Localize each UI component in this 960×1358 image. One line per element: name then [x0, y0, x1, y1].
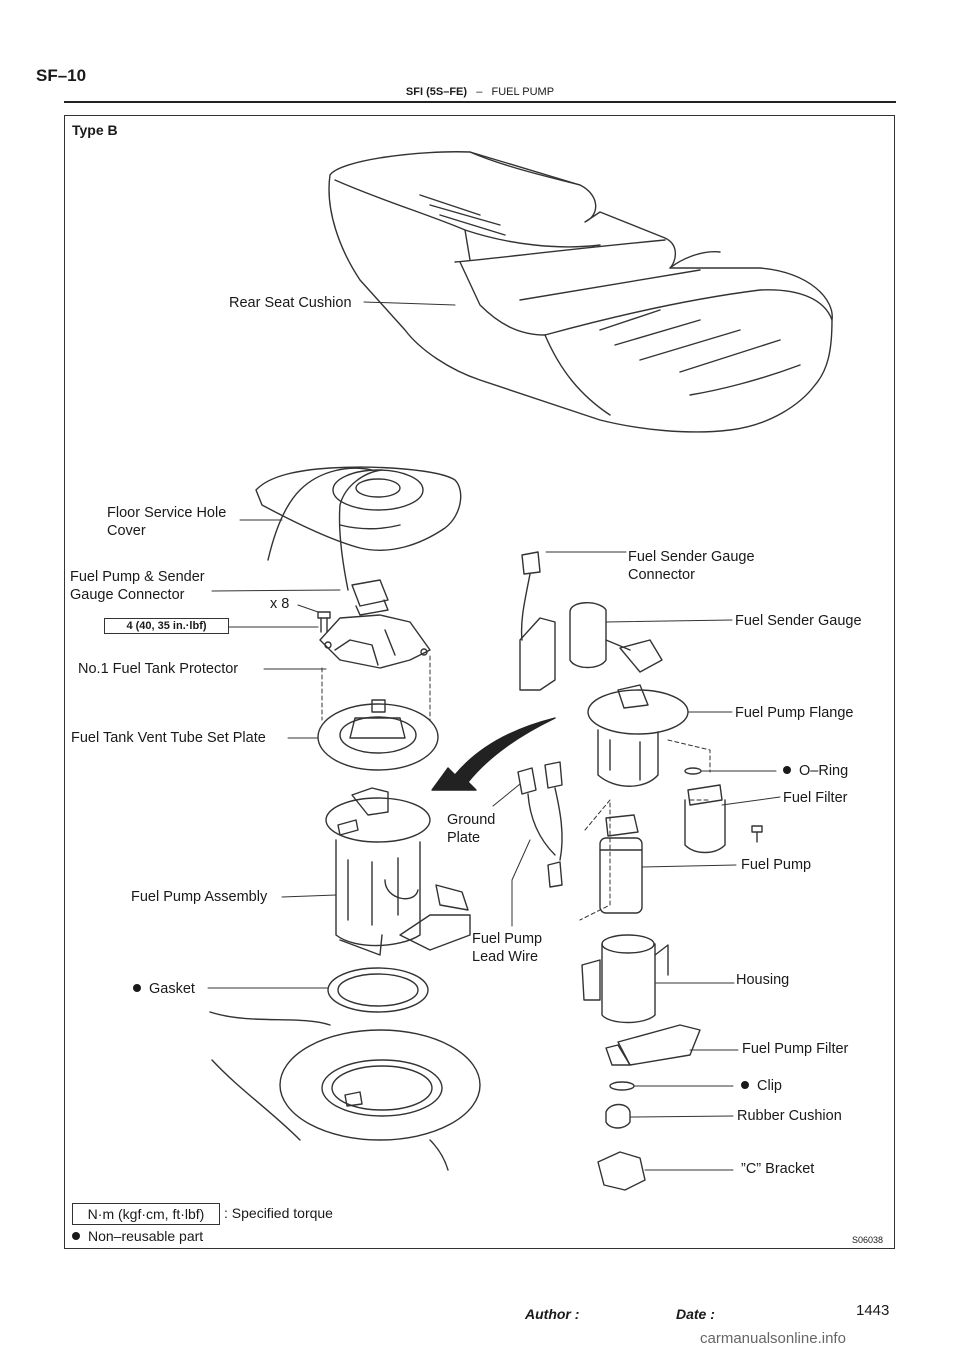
header-rule	[64, 101, 896, 103]
type-label: Type B	[72, 122, 118, 138]
label-fuel-pump: Fuel Pump	[741, 857, 812, 873]
legend-unit-meaning: : Specified torque	[224, 1205, 333, 1221]
gasket-drawing	[327, 967, 429, 1013]
fuel-pump-filter-drawing	[605, 1024, 701, 1066]
label-floor-service-hole-cover-2: Cover	[107, 523, 146, 539]
label-sender-gauge-connector-2: Connector	[628, 567, 695, 583]
non-reusable-bullet-icon	[783, 766, 791, 774]
fuel-tank-opening-drawing	[209, 1011, 481, 1171]
label-ground-plate-2: Plate	[447, 830, 481, 846]
legend-non-reusable: Non–reusable part	[72, 1228, 203, 1244]
label-gasket: Gasket	[133, 980, 195, 998]
figure-frame	[64, 115, 895, 1249]
header-separator: –	[476, 86, 483, 98]
header-title: SFI (5S–FE) – FUEL PUMP	[0, 86, 960, 98]
label-o-ring: O–Ring	[783, 762, 848, 780]
removal-arrow	[431, 717, 556, 791]
label-fuel-filter: Fuel Filter	[783, 790, 848, 806]
floor-service-hole-cover-drawing	[255, 466, 462, 591]
figure-code: S06038	[852, 1235, 884, 1245]
torque-spec-box: 4 (40, 35 in.·lbf)	[104, 618, 229, 634]
label-housing: Housing	[736, 972, 790, 988]
label-sender-gauge: Fuel Sender Gauge	[735, 613, 862, 629]
vent-tube-set-plate-drawing	[317, 699, 439, 771]
label-pump-flange: Fuel Pump Flange	[735, 705, 854, 721]
label-lead-wire-1: Fuel Pump	[472, 931, 543, 947]
pump-sender-connector-drawing	[351, 579, 389, 616]
bolt-drawing	[317, 611, 331, 633]
footer-author: Author :	[525, 1306, 580, 1322]
o-ring-drawing	[684, 767, 702, 775]
c-bracket-drawing	[597, 1151, 646, 1191]
non-reusable-bullet-icon	[741, 1081, 749, 1089]
clip-drawing	[609, 1081, 635, 1091]
label-rubber-cushion: Rubber Cushion	[737, 1108, 842, 1124]
label-pump-sender-connector-2: Gauge Connector	[70, 587, 185, 603]
header-topic: FUEL PUMP	[491, 86, 555, 98]
label-no1-fuel-tank-protector: No.1 Fuel Tank Protector	[78, 661, 239, 677]
label-pump-filter: Fuel Pump Filter	[742, 1041, 849, 1057]
fuel-pump-drawing	[599, 814, 643, 914]
page-number: SF–10	[36, 66, 87, 85]
watermark: carmanualsonline.info	[700, 1330, 846, 1347]
label-o-ring-text: O–Ring	[799, 763, 849, 779]
label-c-bracket: ”C” Bracket	[741, 1161, 815, 1177]
housing-drawing	[581, 934, 669, 1024]
label-rear-seat-cushion: Rear Seat Cushion	[229, 295, 352, 311]
lead-wire-drawing	[517, 761, 563, 888]
label-sender-gauge-connector-1: Fuel Sender Gauge	[628, 549, 755, 565]
footer-date: Date :	[676, 1306, 715, 1322]
label-vent-tube-set-plate: Fuel Tank Vent Tube Set Plate	[71, 730, 266, 746]
header-section: SFI (5S–FE)	[405, 86, 468, 98]
rubber-cushion-drawing	[605, 1103, 631, 1129]
label-floor-service-hole-cover-1: Floor Service Hole	[107, 505, 227, 521]
rear-seat-cushion-drawing	[328, 151, 833, 433]
leader-lines	[207, 301, 781, 1171]
label-ground-plate-1: Ground	[447, 812, 496, 828]
legend-non-reusable-text: Non–reusable part	[88, 1228, 204, 1244]
fuel-pump-assembly-drawing	[325, 787, 471, 956]
label-clip-text: Clip	[757, 1078, 782, 1094]
footer-page-number: 1443	[856, 1302, 890, 1319]
label-lead-wire-2: Lead Wire	[472, 949, 539, 965]
label-x8: x 8	[270, 596, 290, 612]
tank-protector-drawing	[319, 614, 431, 669]
fuel-sender-gauge-drawing	[519, 551, 663, 691]
fuel-filter-drawing	[684, 784, 763, 854]
label-clip: Clip	[741, 1077, 782, 1095]
fuel-pump-flange-drawing	[587, 684, 689, 787]
label-fuel-pump-assembly: Fuel Pump Assembly	[131, 889, 268, 905]
non-reusable-bullet-icon	[133, 984, 141, 992]
label-pump-sender-connector-1: Fuel Pump & Sender	[70, 569, 205, 585]
non-reusable-bullet-icon	[72, 1232, 80, 1240]
label-gasket-text: Gasket	[149, 981, 195, 997]
guide-lines	[321, 655, 711, 921]
legend-unit-box: N·m (kgf·cm, ft·lbf)	[72, 1203, 220, 1225]
